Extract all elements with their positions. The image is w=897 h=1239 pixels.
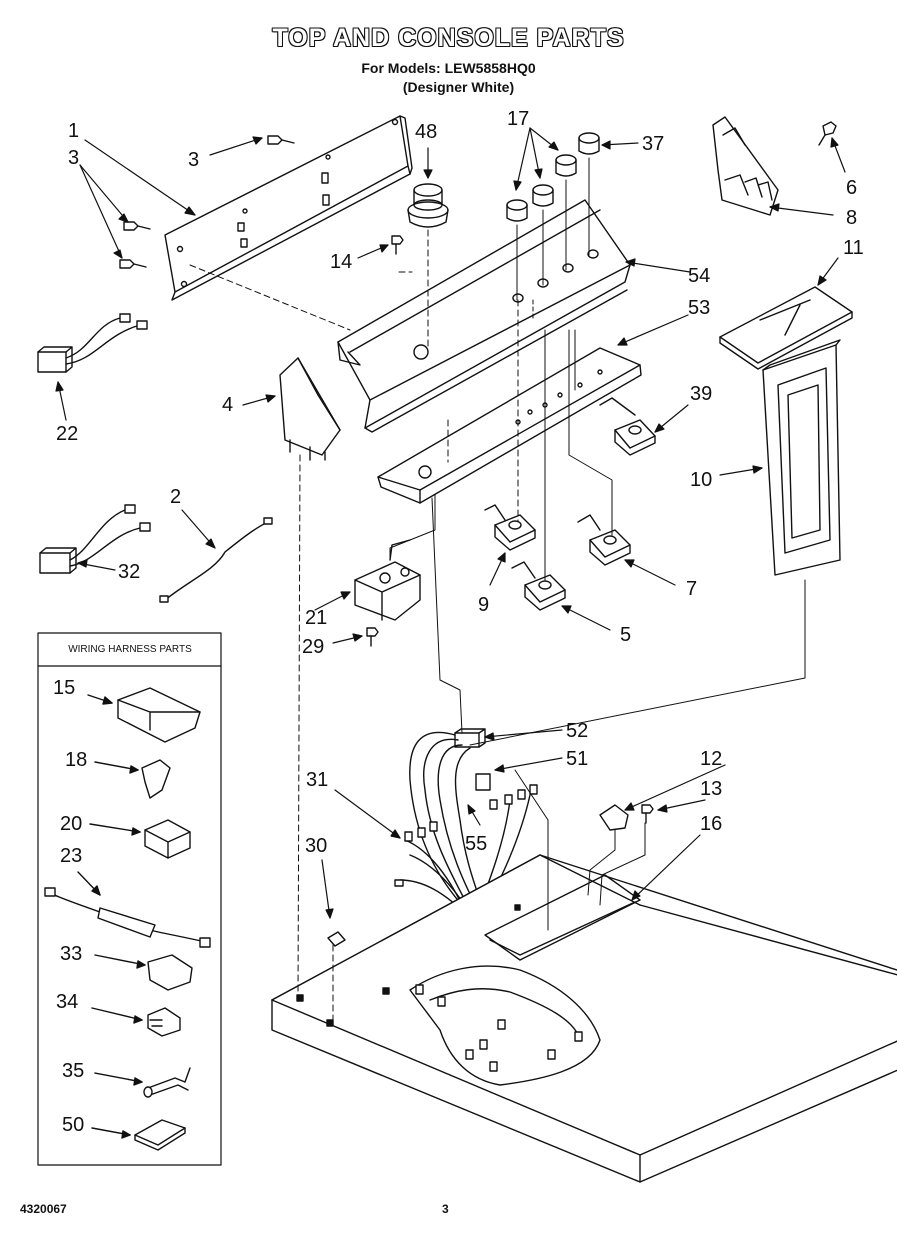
callout-34: 34 xyxy=(56,991,78,1013)
callout-53: 53 xyxy=(688,297,710,319)
callout-5: 5 xyxy=(620,624,631,646)
part-9-switch xyxy=(484,504,536,551)
callout-8: 8 xyxy=(846,207,857,229)
callout-32: 32 xyxy=(118,561,140,583)
part-21-timer xyxy=(354,539,421,621)
callout-48: 48 xyxy=(415,121,437,143)
part-48-bushing xyxy=(407,183,449,228)
callout-3-left: 3 xyxy=(68,147,79,169)
part-17-knob-a xyxy=(506,199,528,222)
callout-22: 22 xyxy=(56,423,78,445)
callout-20: 20 xyxy=(60,813,82,835)
callout-1: 1 xyxy=(68,120,79,142)
page-title: TOP AND CONSOLE PARTS xyxy=(272,24,625,52)
callout-21: 21 xyxy=(305,607,327,629)
part-22-connector xyxy=(37,313,148,373)
part-32-connector xyxy=(39,504,151,574)
part-54-console xyxy=(337,199,631,433)
document-number: 4320067 xyxy=(20,1202,67,1216)
callout-33: 33 xyxy=(60,943,82,965)
part-5-switch xyxy=(511,561,566,611)
part-2-wire xyxy=(159,517,273,603)
part-3-screw-mid xyxy=(123,221,151,231)
callout-4: 4 xyxy=(222,394,233,416)
part-16-top-panel xyxy=(271,854,897,1183)
part-3-screw-top xyxy=(267,135,295,145)
part-51-connector xyxy=(475,773,491,791)
harness-box-title: WIRING HARNESS PARTS xyxy=(68,644,192,655)
assembly-leader-lines xyxy=(189,157,806,1021)
part-30-clip xyxy=(327,931,346,947)
callout-23: 23 xyxy=(60,845,82,867)
callout-31: 31 xyxy=(306,769,328,791)
models-line: For Models: LEW5858HQ0 xyxy=(361,60,536,76)
callout-3-top: 3 xyxy=(188,149,199,171)
callout-9: 9 xyxy=(478,594,489,616)
callout-35: 35 xyxy=(62,1060,84,1082)
part-14-screw xyxy=(391,235,404,255)
callout-12: 12 xyxy=(700,748,722,770)
callout-10: 10 xyxy=(690,469,712,491)
part-29-screw xyxy=(366,627,379,647)
callout-14: 14 xyxy=(330,251,352,273)
callout-55: 55 xyxy=(465,833,487,855)
part-3-screw-low xyxy=(119,259,147,269)
callout-11: 11 xyxy=(843,237,864,259)
callout-13: 13 xyxy=(700,778,722,800)
callout-50: 50 xyxy=(62,1114,84,1136)
callout-39: 39 xyxy=(690,383,712,405)
part-17-knob-b xyxy=(532,184,554,207)
part-17-knob-c xyxy=(555,154,577,177)
callout-16: 16 xyxy=(700,813,722,835)
part-39-switch xyxy=(599,397,656,456)
callout-18: 18 xyxy=(65,749,87,771)
part-10-lint-housing xyxy=(762,339,841,576)
callout-54: 54 xyxy=(688,265,710,287)
callout-2: 2 xyxy=(170,486,181,508)
part-1-rear-bracket xyxy=(164,115,413,301)
part-11-lint-cover xyxy=(719,286,853,370)
callout-7: 7 xyxy=(686,578,697,600)
part-7-switch xyxy=(577,514,631,566)
part-13-screw xyxy=(641,804,654,824)
callout-arrows xyxy=(55,127,846,919)
callout-30: 30 xyxy=(305,835,327,857)
part-52-connector-block xyxy=(454,728,486,748)
part-37-knob xyxy=(578,132,600,155)
color-line: (Designer White) xyxy=(402,79,515,95)
page-number: 3 xyxy=(442,1202,449,1216)
callout-15: 15 xyxy=(53,677,75,699)
callout-17: 17 xyxy=(507,108,529,130)
wiring-harness-box xyxy=(37,632,222,1166)
part-12-clip xyxy=(599,804,629,831)
callout-51: 51 xyxy=(566,748,588,770)
part-6-screw xyxy=(818,121,837,146)
callout-6: 6 xyxy=(846,177,857,199)
callout-52: 52 xyxy=(566,720,588,742)
part-4-selector xyxy=(279,357,341,461)
callout-29: 29 xyxy=(302,636,324,658)
callout-37: 37 xyxy=(642,133,664,155)
part-8-hinge-bracket xyxy=(712,116,779,216)
